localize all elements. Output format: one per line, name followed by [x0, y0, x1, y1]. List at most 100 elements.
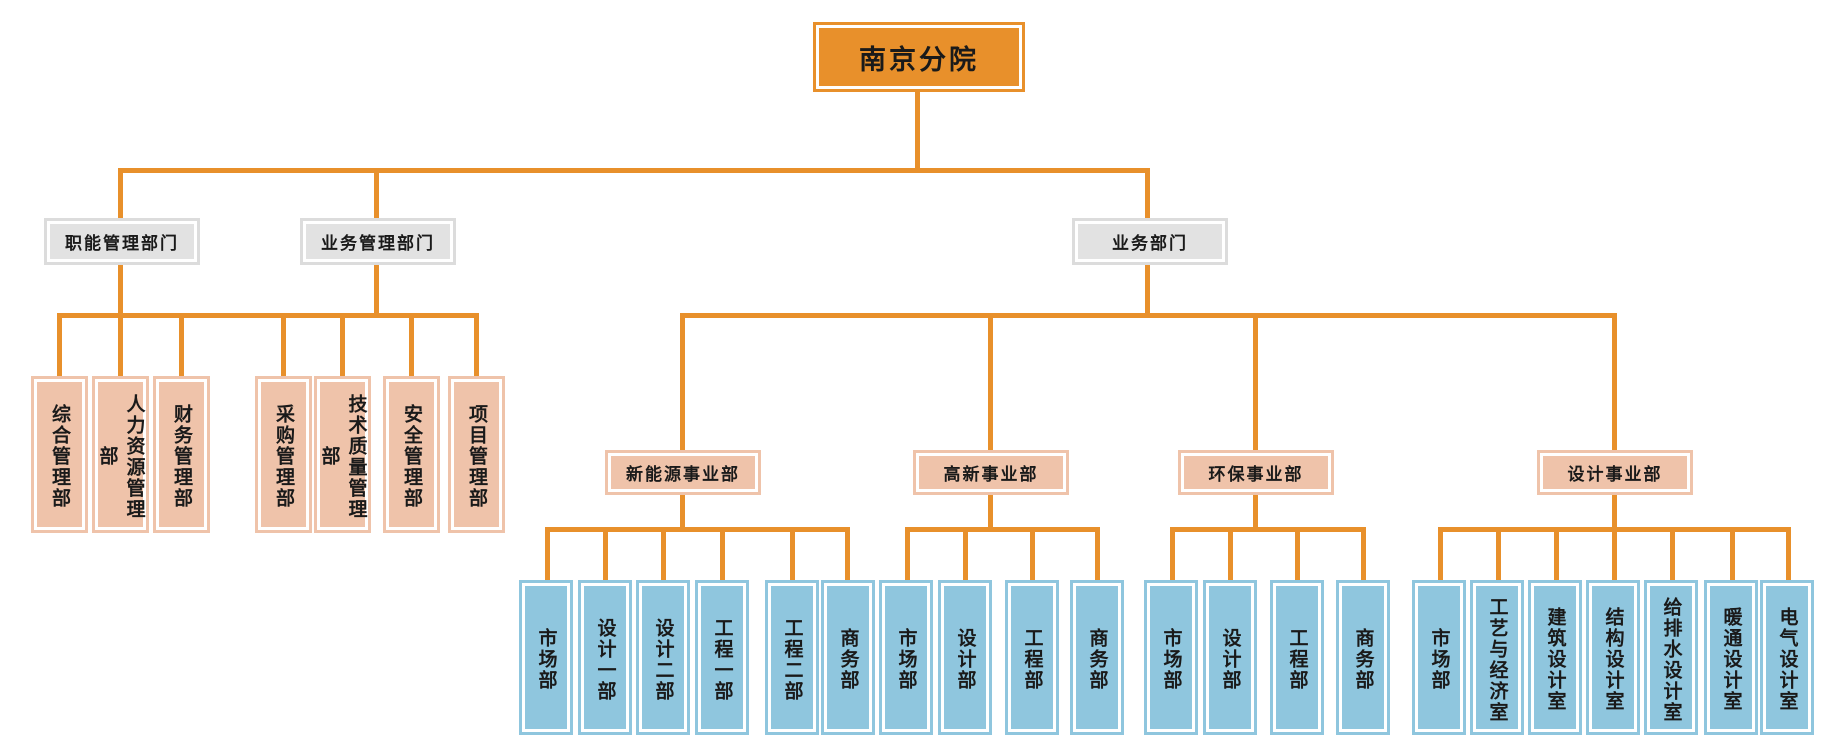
connector-child-drop	[1361, 527, 1366, 580]
node-division-child[interactable]: 建筑设计室	[1528, 580, 1582, 735]
node-division-child[interactable]: 工程部	[1005, 580, 1059, 735]
node-label: 建筑设计室	[1531, 583, 1579, 732]
connector-leaf-drop	[474, 313, 479, 376]
node-label: 市场部	[882, 583, 930, 732]
node-label: 技术质量管理部	[317, 379, 368, 530]
node-division-child[interactable]: 工艺与经济室	[1470, 580, 1524, 735]
node-division-child[interactable]: 给排水设计室	[1644, 580, 1698, 735]
node-division-child[interactable]: 工程二部	[765, 580, 819, 735]
node-functional-dept[interactable]: 人力资源管理部	[92, 376, 149, 533]
connector-division-bus	[680, 313, 1617, 318]
node-business-mgmt-dept[interactable]: 安全管理部	[383, 376, 440, 533]
node-label: 项目管理部	[451, 379, 502, 530]
connector-child-drop	[1786, 527, 1791, 580]
node-division-child[interactable]: 电气设计室	[1760, 580, 1814, 735]
node-label: 结构设计室	[1589, 583, 1637, 732]
connector-division-drop-environmental	[1253, 313, 1258, 450]
node-business-management-label: 业务管理部门	[303, 221, 453, 262]
node-division-label: 环保事业部	[1181, 453, 1331, 492]
node-division-child[interactable]: 市场部	[879, 580, 933, 735]
node-label: 工艺与经济室	[1473, 583, 1521, 732]
node-division-new-energy[interactable]: 新能源事业部	[605, 450, 761, 495]
node-division-child[interactable]: 设计部	[938, 580, 992, 735]
node-label: 市场部	[1147, 583, 1195, 732]
node-label: 市场部	[1415, 583, 1463, 732]
connector-division-stem	[988, 487, 993, 531]
node-business-management[interactable]: 业务管理部门	[300, 218, 456, 265]
connector-leaf-drop	[340, 313, 345, 376]
node-label: 电气设计室	[1763, 583, 1811, 732]
node-label: 设计一部	[581, 583, 629, 732]
node-functional-label: 职能管理部门	[47, 221, 197, 262]
connector-child-drop	[963, 527, 968, 580]
connector-drop-functional	[118, 168, 123, 218]
connector-division-stem	[680, 487, 685, 531]
node-business[interactable]: 业务部门	[1072, 218, 1228, 265]
node-label: 安全管理部	[386, 379, 437, 530]
node-division-child[interactable]: 商务部	[1336, 580, 1390, 735]
node-division-child[interactable]: 工程部	[1270, 580, 1324, 735]
node-division-child[interactable]: 市场部	[1412, 580, 1466, 735]
connector-child-drop	[661, 527, 666, 580]
connector-leaf-drop	[57, 313, 62, 376]
node-label: 设计部	[1206, 583, 1254, 732]
connector-child-drop	[1095, 527, 1100, 580]
node-business-label: 业务部门	[1075, 221, 1225, 262]
node-label: 工程部	[1008, 583, 1056, 732]
node-functional-dept[interactable]: 财务管理部	[153, 376, 210, 533]
connector-division-stem	[1612, 487, 1617, 531]
node-business-mgmt-dept[interactable]: 技术质量管理部	[314, 376, 371, 533]
connector-left-leaf-bus	[57, 313, 479, 318]
connector-child-drop	[1438, 527, 1443, 580]
node-division-child[interactable]: 设计二部	[636, 580, 690, 735]
node-division-child[interactable]: 设计一部	[578, 580, 632, 735]
node-division-environmental[interactable]: 环保事业部	[1178, 450, 1334, 495]
node-division-design[interactable]: 设计事业部	[1537, 450, 1693, 495]
node-division-child[interactable]: 工程一部	[695, 580, 749, 735]
node-root-label: 南京分院	[816, 25, 1022, 89]
node-division-label: 高新事业部	[916, 453, 1066, 492]
connector-root-stem	[915, 92, 920, 172]
node-division-child[interactable]: 商务部	[821, 580, 875, 735]
node-label: 暖通设计室	[1707, 583, 1755, 732]
node-division-child[interactable]: 市场部	[519, 580, 573, 735]
connector-drop-business	[1145, 168, 1150, 218]
node-division-child[interactable]: 市场部	[1144, 580, 1198, 735]
connector-level2-bus	[118, 168, 1150, 173]
connector-business-management-stem	[374, 265, 379, 317]
node-label: 商务部	[1073, 583, 1121, 732]
connector-child-drop	[1228, 527, 1233, 580]
connector-child-drop	[1554, 527, 1559, 580]
connector-child-drop	[845, 527, 850, 580]
connector-leaf-drop	[281, 313, 286, 376]
connector-child-drop	[905, 527, 910, 580]
connector-leaf-drop	[118, 313, 123, 376]
connector-division-drop-design	[1612, 313, 1617, 450]
node-functional-dept[interactable]: 综合管理部	[31, 376, 88, 533]
node-division-child[interactable]: 商务部	[1070, 580, 1124, 735]
connector-functional-stem	[118, 265, 123, 317]
node-division-high-tech[interactable]: 高新事业部	[913, 450, 1069, 495]
connector-child-drop	[1730, 527, 1735, 580]
connector-division-drop-new-energy	[680, 313, 685, 450]
node-business-mgmt-dept[interactable]: 项目管理部	[448, 376, 505, 533]
connector-child-drop	[1030, 527, 1035, 580]
connector-child-drop	[1670, 527, 1675, 580]
connector-leaf-drop	[179, 313, 184, 376]
node-business-mgmt-dept[interactable]: 采购管理部	[255, 376, 312, 533]
node-functional[interactable]: 职能管理部门	[44, 218, 200, 265]
node-division-child[interactable]: 暖通设计室	[1704, 580, 1758, 735]
connector-child-bus	[905, 527, 1100, 532]
node-division-child[interactable]: 设计部	[1203, 580, 1257, 735]
connector-child-drop	[1612, 527, 1617, 580]
node-division-label: 设计事业部	[1540, 453, 1690, 492]
node-label: 工程部	[1273, 583, 1321, 732]
connector-division-drop-high-tech	[988, 313, 993, 450]
node-division-child[interactable]: 结构设计室	[1586, 580, 1640, 735]
connector-child-drop	[720, 527, 725, 580]
connector-business-stem	[1145, 265, 1150, 317]
node-label: 设计二部	[639, 583, 687, 732]
node-root[interactable]: 南京分院	[813, 22, 1025, 92]
connector-child-drop	[790, 527, 795, 580]
